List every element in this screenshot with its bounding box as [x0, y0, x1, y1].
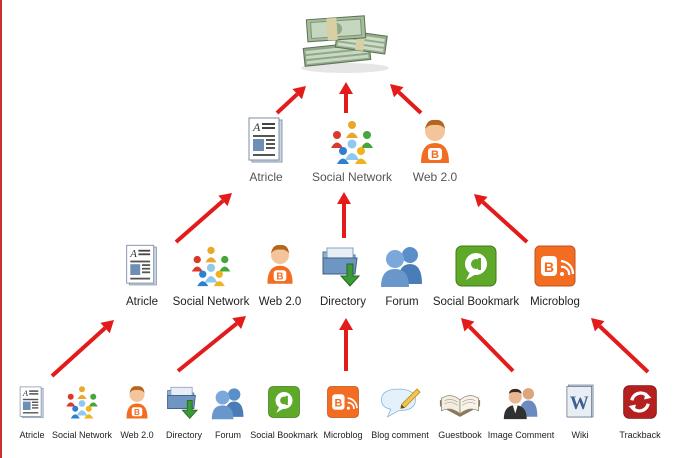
directory-icon — [167, 386, 199, 419]
social-network-icon — [66, 386, 98, 419]
level3-node-social-bookmark: Social Bookmark — [421, 244, 531, 308]
arrow-5 — [337, 192, 351, 238]
level4-node-forum: Forum — [173, 386, 283, 440]
social-bookmark-icon — [455, 245, 497, 287]
level4-label: Social Network — [51, 430, 113, 440]
level4-label: Atricle — [19, 430, 45, 440]
blog-comment-icon — [381, 388, 421, 418]
level4-label: Wiki — [571, 430, 589, 440]
level4-node-guestbook: Guestbook — [405, 386, 515, 440]
directory-icon — [322, 247, 361, 287]
level4-label: Trackback — [619, 430, 661, 440]
microblog-icon: B — [534, 245, 576, 287]
level2-label: Atricle — [249, 170, 283, 184]
level3-label: Web 2.0 — [258, 296, 302, 308]
level4-label: Web 2.0 — [120, 430, 154, 440]
article-icon: A — [126, 244, 157, 286]
level4-node-image-comment: Image Comment — [466, 384, 576, 440]
level4-node-social-bookmark: Social Bookmark — [229, 384, 339, 440]
level3-node-forum: Forum — [347, 244, 457, 308]
level3-node-directory: Directory — [288, 244, 398, 308]
arrow-10 — [461, 318, 515, 373]
blogger-user-icon: B — [126, 386, 148, 419]
image-comment-icon — [503, 388, 538, 420]
level3-node-article: A Atricle — [87, 244, 197, 308]
level4-node-web20: B Web 2.0 — [82, 384, 192, 440]
level4-node-social-network: Social Network — [27, 384, 137, 440]
svg-text:A: A — [129, 248, 137, 260]
svg-text:B: B — [544, 259, 554, 275]
arrow-9 — [339, 318, 353, 371]
level4-label: Image Comment — [487, 430, 555, 440]
level3-label: Directory — [319, 296, 366, 308]
article-icon: A — [248, 117, 283, 163]
arrow-8 — [176, 316, 246, 373]
guestbook-icon — [439, 395, 481, 417]
level4-label: Forum — [214, 430, 241, 440]
wiki-icon: W — [566, 384, 594, 418]
level3-node-web20: B Web 2.0 — [225, 240, 335, 308]
arrow-4 — [174, 193, 232, 244]
svg-text:B: B — [134, 408, 140, 417]
arrow-11 — [591, 318, 650, 374]
social-network-icon — [331, 121, 373, 164]
social-bookmark-icon — [268, 386, 300, 418]
article-icon: A — [19, 386, 44, 419]
arrow-2 — [339, 82, 353, 113]
level2-label: Web 2.0 — [412, 170, 458, 184]
svg-text:B: B — [335, 398, 343, 410]
level2-node-article: A Atricle — [211, 116, 321, 184]
svg-text:A: A — [252, 120, 261, 134]
level2-label: Social Network — [311, 170, 393, 184]
top-money-node — [290, 10, 400, 74]
svg-text:W: W — [570, 393, 589, 414]
level4-label: Social Bookmark — [250, 430, 318, 440]
level3-label: Social Network — [172, 296, 250, 308]
trackback-icon — [623, 385, 657, 419]
blogger-user-icon: B — [421, 119, 449, 163]
level2-node-web20: B Web 2.0 — [380, 116, 490, 184]
level3-label: Social Bookmark — [432, 296, 520, 308]
blogger-user-icon: B — [267, 245, 293, 284]
level4-node-microblog: B Microblog — [288, 384, 398, 440]
level3-label: Atricle — [126, 296, 158, 308]
level4-label: Directory — [165, 430, 202, 440]
arrow-3 — [390, 84, 423, 115]
forum-icon — [211, 388, 244, 420]
level4-node-blog-comment: Blog comment — [345, 386, 455, 440]
level4-label: Guestbook — [438, 430, 482, 440]
level3-node-microblog: B Microblog — [500, 244, 610, 308]
microblog-icon: B — [327, 386, 359, 418]
forum-icon — [381, 247, 422, 287]
level4-label: Blog comment — [371, 430, 429, 440]
arrow-7 — [50, 320, 114, 378]
social-network-icon — [191, 246, 231, 287]
level2-node-social-network: Social Network — [297, 118, 407, 184]
level3-label: Forum — [385, 296, 419, 308]
svg-text:B: B — [276, 271, 283, 282]
level4-node-wiki: W Wiki — [525, 382, 635, 440]
money-stack-icon — [301, 15, 389, 73]
arrow-1 — [275, 86, 306, 115]
level4-node-directory: Directory — [129, 384, 239, 440]
level4-label: Microblog — [323, 430, 363, 440]
arrow-6 — [474, 194, 529, 244]
level3-node-social-network: Social Network — [156, 244, 266, 308]
level4-node-trackback: Trackback — [585, 384, 680, 440]
level4-node-article: A Atricle — [0, 386, 87, 440]
level3-label: Microblog — [530, 296, 580, 308]
svg-text:B: B — [431, 149, 439, 161]
svg-text:A: A — [22, 389, 29, 398]
